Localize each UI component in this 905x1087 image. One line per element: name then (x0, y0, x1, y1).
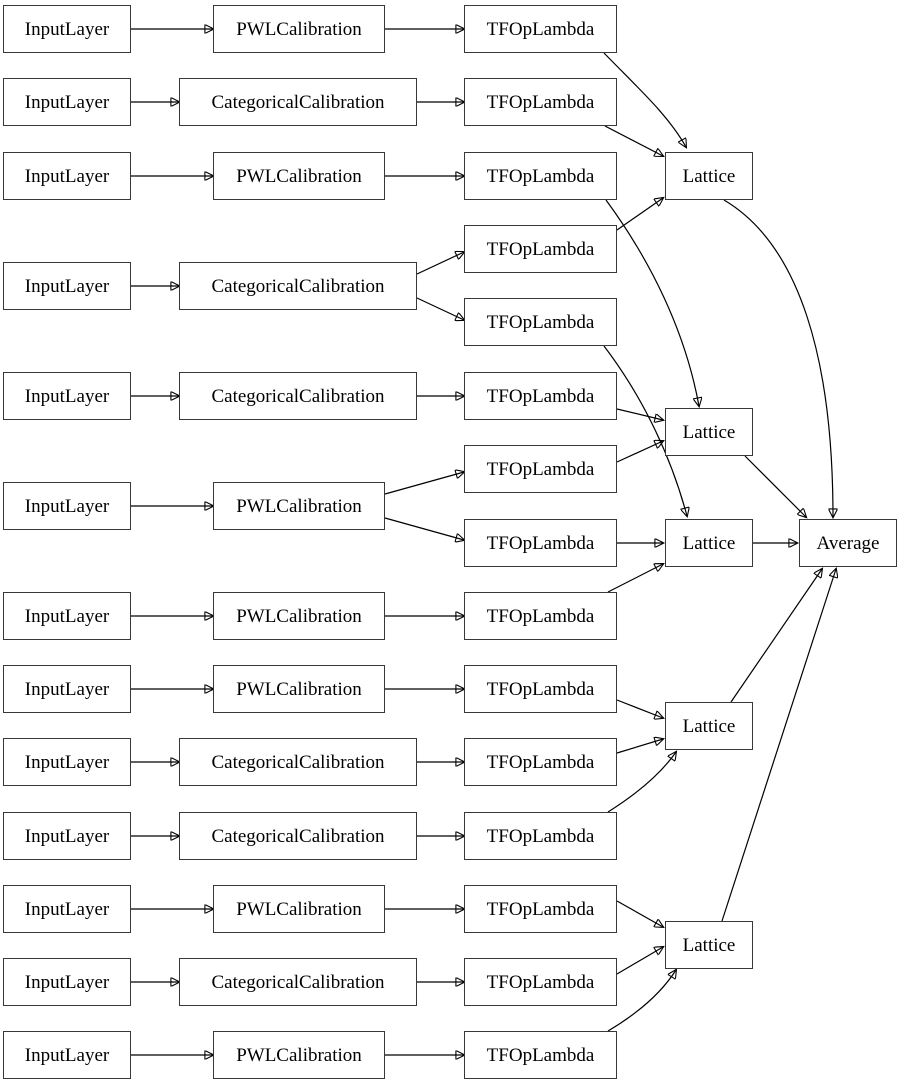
node-in9-input: InputLayer (3, 738, 131, 786)
node-cal1-calibration: PWLCalibration (213, 5, 385, 53)
node-in11-input: InputLayer (3, 885, 131, 933)
edge-t8-to-L4 (616, 699, 663, 718)
edge-t11-to-L5 (616, 900, 663, 927)
node-in3-input: InputLayer (3, 152, 131, 200)
node-t7-lambda: TFOpLambda (464, 592, 617, 640)
node-t11-lambda: TFOpLambda (464, 885, 617, 933)
edge-t2-to-L1 (604, 125, 663, 156)
node-in10-input: InputLayer (3, 812, 131, 860)
node-t1-lambda: TFOpLambda (464, 5, 617, 53)
edge-t4b-to-L3 (603, 345, 687, 516)
node-t9-lambda: TFOpLambda (464, 738, 617, 786)
node-cal3-calibration: PWLCalibration (213, 152, 385, 200)
node-t8-lambda: TFOpLambda (464, 665, 617, 713)
node-L4-lattice: Lattice (665, 702, 753, 750)
node-t12-lambda: TFOpLambda (464, 958, 617, 1006)
node-cal8-calibration: PWLCalibration (213, 665, 385, 713)
node-L1-lattice: Lattice (665, 152, 753, 200)
edge-t5-to-L2 (616, 408, 663, 420)
edge-L1-to-avg (723, 199, 833, 517)
node-in7-input: InputLayer (3, 592, 131, 640)
node-t5-lambda: TFOpLambda (464, 372, 617, 420)
edge-t10-to-L4 (607, 752, 676, 813)
node-t13-lambda: TFOpLambda (464, 1031, 617, 1079)
edge-t7-to-L3 (607, 564, 663, 593)
node-cal11-calibration: PWLCalibration (213, 885, 385, 933)
node-L2-lattice: Lattice (665, 408, 753, 456)
node-t4b-lambda: TFOpLambda (464, 298, 617, 346)
node-t6b-lambda: TFOpLambda (464, 519, 617, 567)
edge-cal6-to-t6a (384, 472, 464, 495)
node-cal9-calibration: CategoricalCalibration (179, 738, 417, 786)
edge-L2-to-avg (744, 455, 806, 517)
node-cal13-calibration: PWLCalibration (213, 1031, 385, 1079)
node-cal12-calibration: CategoricalCalibration (179, 958, 417, 1006)
node-cal6-calibration: PWLCalibration (213, 482, 385, 530)
node-L5-lattice: Lattice (665, 921, 753, 969)
edge-t4a-to-L1 (616, 198, 663, 231)
node-cal4-calibration: CategoricalCalibration (179, 262, 417, 310)
node-avg-average: Average (799, 519, 897, 567)
edge-t13-to-L5 (607, 970, 676, 1032)
node-t10-lambda: TFOpLambda (464, 812, 617, 860)
node-cal2-calibration: CategoricalCalibration (179, 78, 417, 126)
node-in1-input: InputLayer (3, 5, 131, 53)
node-in2-input: InputLayer (3, 78, 131, 126)
node-t2-lambda: TFOpLambda (464, 78, 617, 126)
node-in8-input: InputLayer (3, 665, 131, 713)
edge-cal4-to-t4a (416, 252, 464, 275)
node-cal7-calibration: PWLCalibration (213, 592, 385, 640)
edge-L5-to-avg (721, 569, 836, 922)
edge-t9-to-L4 (616, 739, 663, 754)
node-in4-input: InputLayer (3, 262, 131, 310)
edge-t1-to-L1 (603, 52, 686, 147)
edge-cal4-to-t4b (416, 297, 464, 320)
node-in12-input: InputLayer (3, 958, 131, 1006)
edge-L4-to-avg (730, 569, 822, 703)
node-t6a-lambda: TFOpLambda (464, 445, 617, 493)
node-in6-input: InputLayer (3, 482, 131, 530)
node-t3-lambda: TFOpLambda (464, 152, 617, 200)
edge-t6a-to-L2 (616, 441, 663, 463)
edge-cal6-to-t6b (384, 517, 464, 540)
node-cal5-calibration: CategoricalCalibration (179, 372, 417, 420)
node-t4a-lambda: TFOpLambda (464, 225, 617, 273)
node-L3-lattice: Lattice (665, 519, 753, 567)
node-in5-input: InputLayer (3, 372, 131, 420)
node-cal10-calibration: CategoricalCalibration (179, 812, 417, 860)
edge-t3-to-L2 (605, 199, 699, 406)
node-in13-input: InputLayer (3, 1031, 131, 1079)
edge-t12-to-L5 (616, 947, 663, 975)
